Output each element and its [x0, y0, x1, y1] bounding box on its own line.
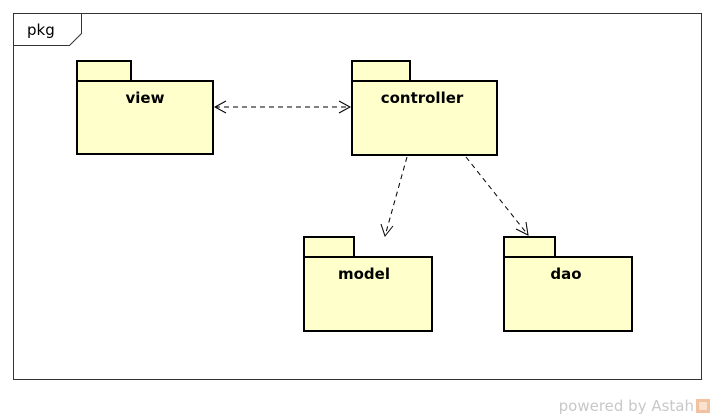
- package-dao[interactable]: [503, 236, 633, 332]
- package-controller-label: controller: [380, 89, 464, 107]
- package-view-label: view: [125, 89, 165, 107]
- dependency-controller-model: [380, 156, 408, 238]
- package-view[interactable]: [76, 60, 214, 155]
- dependency-controller-dao: [465, 156, 529, 236]
- package-model-label: model: [338, 265, 390, 283]
- package-controller[interactable]: [351, 60, 498, 156]
- frame-tab: [13, 13, 82, 46]
- watermark-text: powered by Astah: [558, 397, 694, 415]
- package-model[interactable]: [303, 236, 433, 332]
- dependency-view-controller: [213, 100, 352, 114]
- astah-logo-icon: [696, 399, 710, 413]
- astah-watermark: powered by Astah: [559, 397, 710, 415]
- package-dao-label: dao: [550, 265, 582, 283]
- frame-label: pkg: [27, 21, 55, 39]
